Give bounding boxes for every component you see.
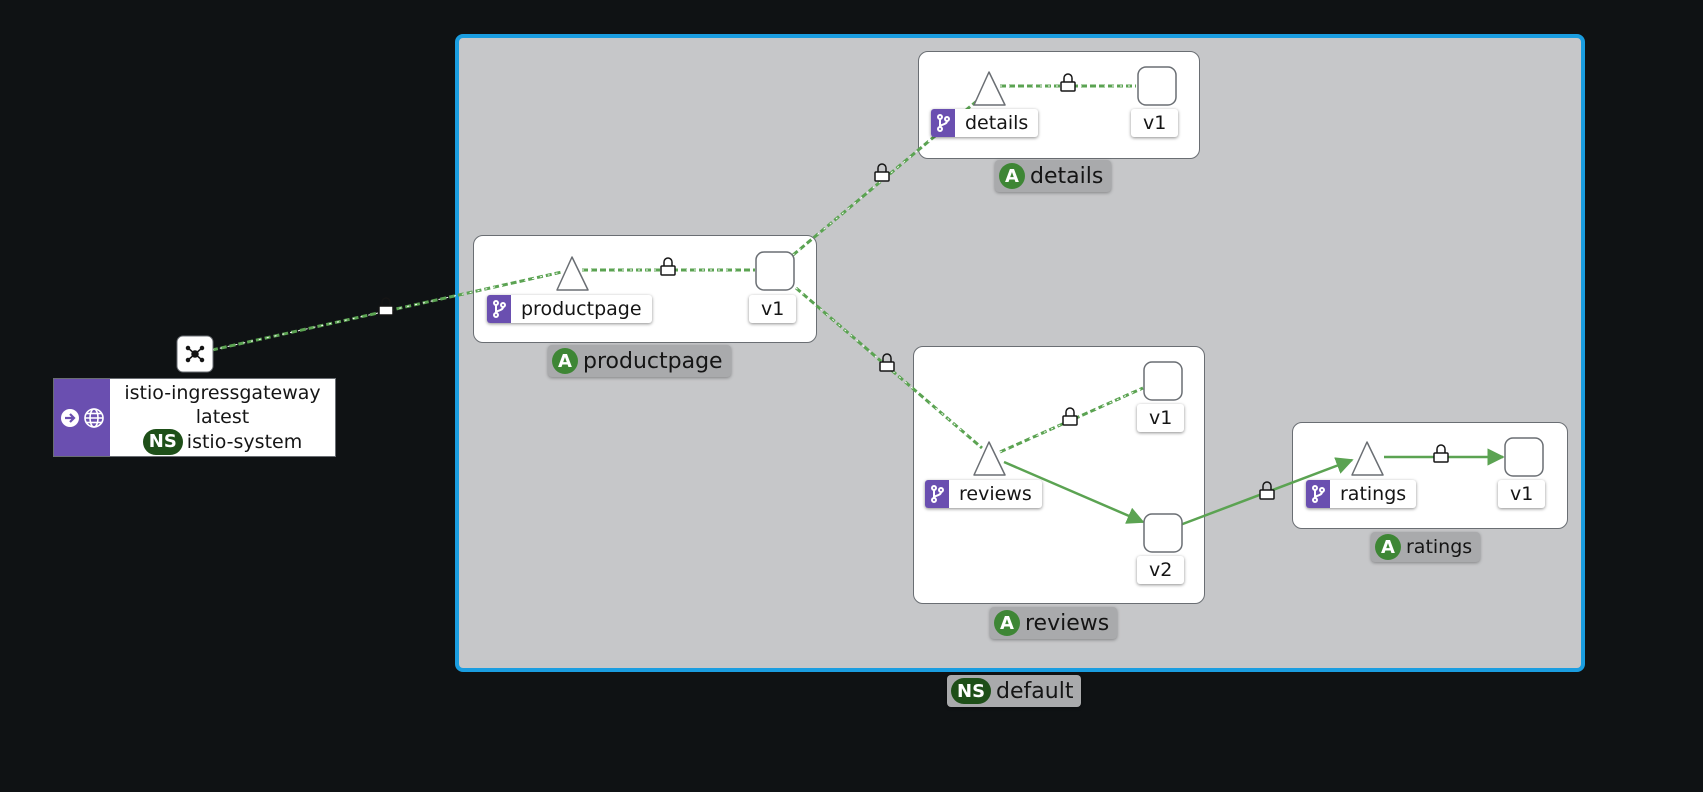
lock-icon	[874, 163, 890, 182]
workload-node-reviews-v2[interactable]	[1143, 513, 1183, 553]
edge-gateway-to-productpage[interactable]	[211, 270, 563, 352]
service-node-details[interactable]	[973, 71, 1006, 106]
service-label-text: details	[965, 112, 1029, 134]
app-name: reviews	[1025, 610, 1110, 636]
app-name: ratings	[1406, 536, 1473, 558]
app-label-details[interactable]: A details	[995, 160, 1112, 192]
app-label-ratings[interactable]: A ratings	[1371, 532, 1481, 562]
app-label-productpage[interactable]: A productpage	[548, 345, 731, 377]
app-name: details	[1030, 163, 1104, 189]
gateway-node[interactable]	[176, 335, 214, 373]
version-label-ratings-v1[interactable]: v1	[1498, 480, 1546, 508]
workload-node-reviews-v1[interactable]	[1143, 361, 1183, 401]
service-label-text: ratings	[1340, 483, 1407, 505]
lock-icon	[378, 297, 394, 316]
ingress-gateway-label[interactable]: istio-ingressgateway latest NS istio-sys…	[53, 378, 336, 457]
app-badge: A	[1375, 534, 1401, 560]
namespace-badge: NS	[142, 428, 183, 455]
lock-icon	[1062, 407, 1078, 426]
code-branch-icon	[925, 480, 949, 508]
service-node-reviews[interactable]	[973, 441, 1006, 476]
gateway-icons	[54, 379, 110, 456]
service-label-text: reviews	[959, 483, 1032, 505]
code-branch-icon	[1306, 480, 1330, 508]
code-branch-icon	[931, 109, 955, 137]
gateway-name: istio-ingressgateway	[124, 381, 321, 404]
code-branch-icon	[487, 295, 511, 323]
gateway-version: latest	[195, 405, 250, 428]
edge-reviews-to-reviews-v1[interactable]	[999, 386, 1144, 454]
lock-icon	[660, 257, 676, 276]
gateway-namespace: istio-system	[186, 430, 303, 453]
app-badge: A	[994, 610, 1020, 636]
edge-reviews-to-reviews-v2[interactable]	[1003, 460, 1145, 524]
workload-node-details-v1[interactable]	[1137, 66, 1177, 106]
service-label-reviews[interactable]: reviews	[925, 480, 1042, 508]
version-label-reviews-v2[interactable]: v2	[1137, 556, 1185, 584]
lock-icon	[1259, 481, 1275, 500]
service-label-ratings[interactable]: ratings	[1306, 480, 1417, 508]
service-label-productpage[interactable]: productpage	[487, 295, 652, 323]
arrow-right-circle-icon	[60, 408, 79, 427]
app-badge: A	[552, 348, 578, 374]
lock-icon	[1060, 73, 1076, 92]
version-label-productpage-v1[interactable]: v1	[749, 295, 797, 323]
service-node-productpage[interactable]	[556, 256, 589, 291]
namespace-badge: NS	[951, 678, 992, 704]
app-label-reviews[interactable]: A reviews	[990, 607, 1118, 639]
globe-icon	[83, 407, 104, 428]
cluster-icon	[185, 345, 205, 363]
service-node-ratings[interactable]	[1351, 441, 1384, 476]
lock-icon	[1433, 444, 1449, 463]
namespace-label-default[interactable]: NS default	[947, 675, 1082, 707]
service-label-text: productpage	[521, 298, 642, 320]
service-label-details[interactable]: details	[931, 109, 1039, 137]
workload-node-productpage-v1[interactable]	[755, 251, 795, 291]
app-name: productpage	[583, 348, 723, 374]
version-label-reviews-v1[interactable]: v1	[1137, 404, 1185, 432]
workload-node-ratings-v1[interactable]	[1504, 437, 1544, 477]
namespace-name: default	[996, 678, 1074, 704]
app-badge: A	[999, 163, 1025, 189]
version-label-details-v1[interactable]: v1	[1131, 109, 1179, 137]
lock-icon	[879, 353, 895, 372]
